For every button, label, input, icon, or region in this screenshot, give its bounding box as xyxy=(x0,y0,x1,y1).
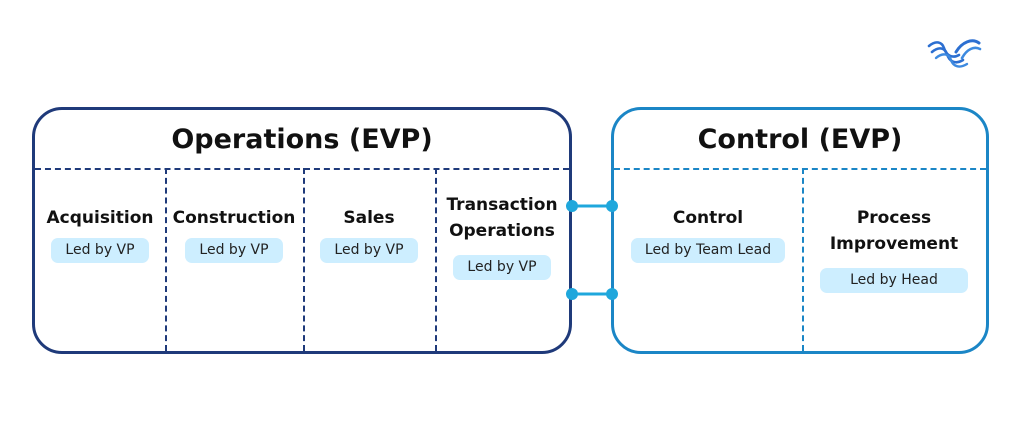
unit-process-improvement: Process Improvement Led by Head xyxy=(802,168,986,351)
lead-badge: Led by Head xyxy=(820,268,968,293)
unit-name: Sales xyxy=(343,208,395,228)
unit-acquisition: Acquisition Led by VP xyxy=(35,168,165,351)
operations-title: Operations (EVP) xyxy=(171,123,433,155)
lead-badge: Led by VP xyxy=(453,255,551,280)
unit-name: Acquisition xyxy=(46,208,154,228)
column-divider xyxy=(802,168,804,351)
lead-badge: Led by VP xyxy=(51,238,149,263)
control-group: Control (EVP) Control Led by Team Lead P… xyxy=(611,107,989,354)
control-title: Control (EVP) xyxy=(697,123,903,155)
unit-name-line1: Process xyxy=(856,208,932,228)
unit-name-line2: Operations xyxy=(449,221,555,241)
lead-badge: Led by Team Lead xyxy=(630,238,786,263)
column-divider xyxy=(303,168,305,351)
unit-control: Control Led by Team Lead xyxy=(614,168,802,351)
wave-logo-icon xyxy=(927,39,982,68)
unit-transaction-operations: Transaction Operations Led by VP xyxy=(435,168,569,351)
operations-group: Operations (EVP) Acquisition Led by VP C… xyxy=(32,107,572,354)
unit-name: Construction xyxy=(172,208,296,228)
lead-badge: Led by VP xyxy=(185,238,283,263)
unit-name-line1: Transaction xyxy=(446,195,558,215)
operations-header-divider xyxy=(35,168,569,170)
column-divider xyxy=(165,168,167,351)
lead-badge: Led by VP xyxy=(320,238,418,263)
unit-construction: Construction Led by VP xyxy=(165,168,303,351)
unit-sales: Sales Led by VP xyxy=(303,168,435,351)
unit-name-line2: Improvement xyxy=(829,234,959,254)
control-header-divider xyxy=(614,168,986,170)
unit-name: Control xyxy=(672,208,744,228)
column-divider xyxy=(435,168,437,351)
